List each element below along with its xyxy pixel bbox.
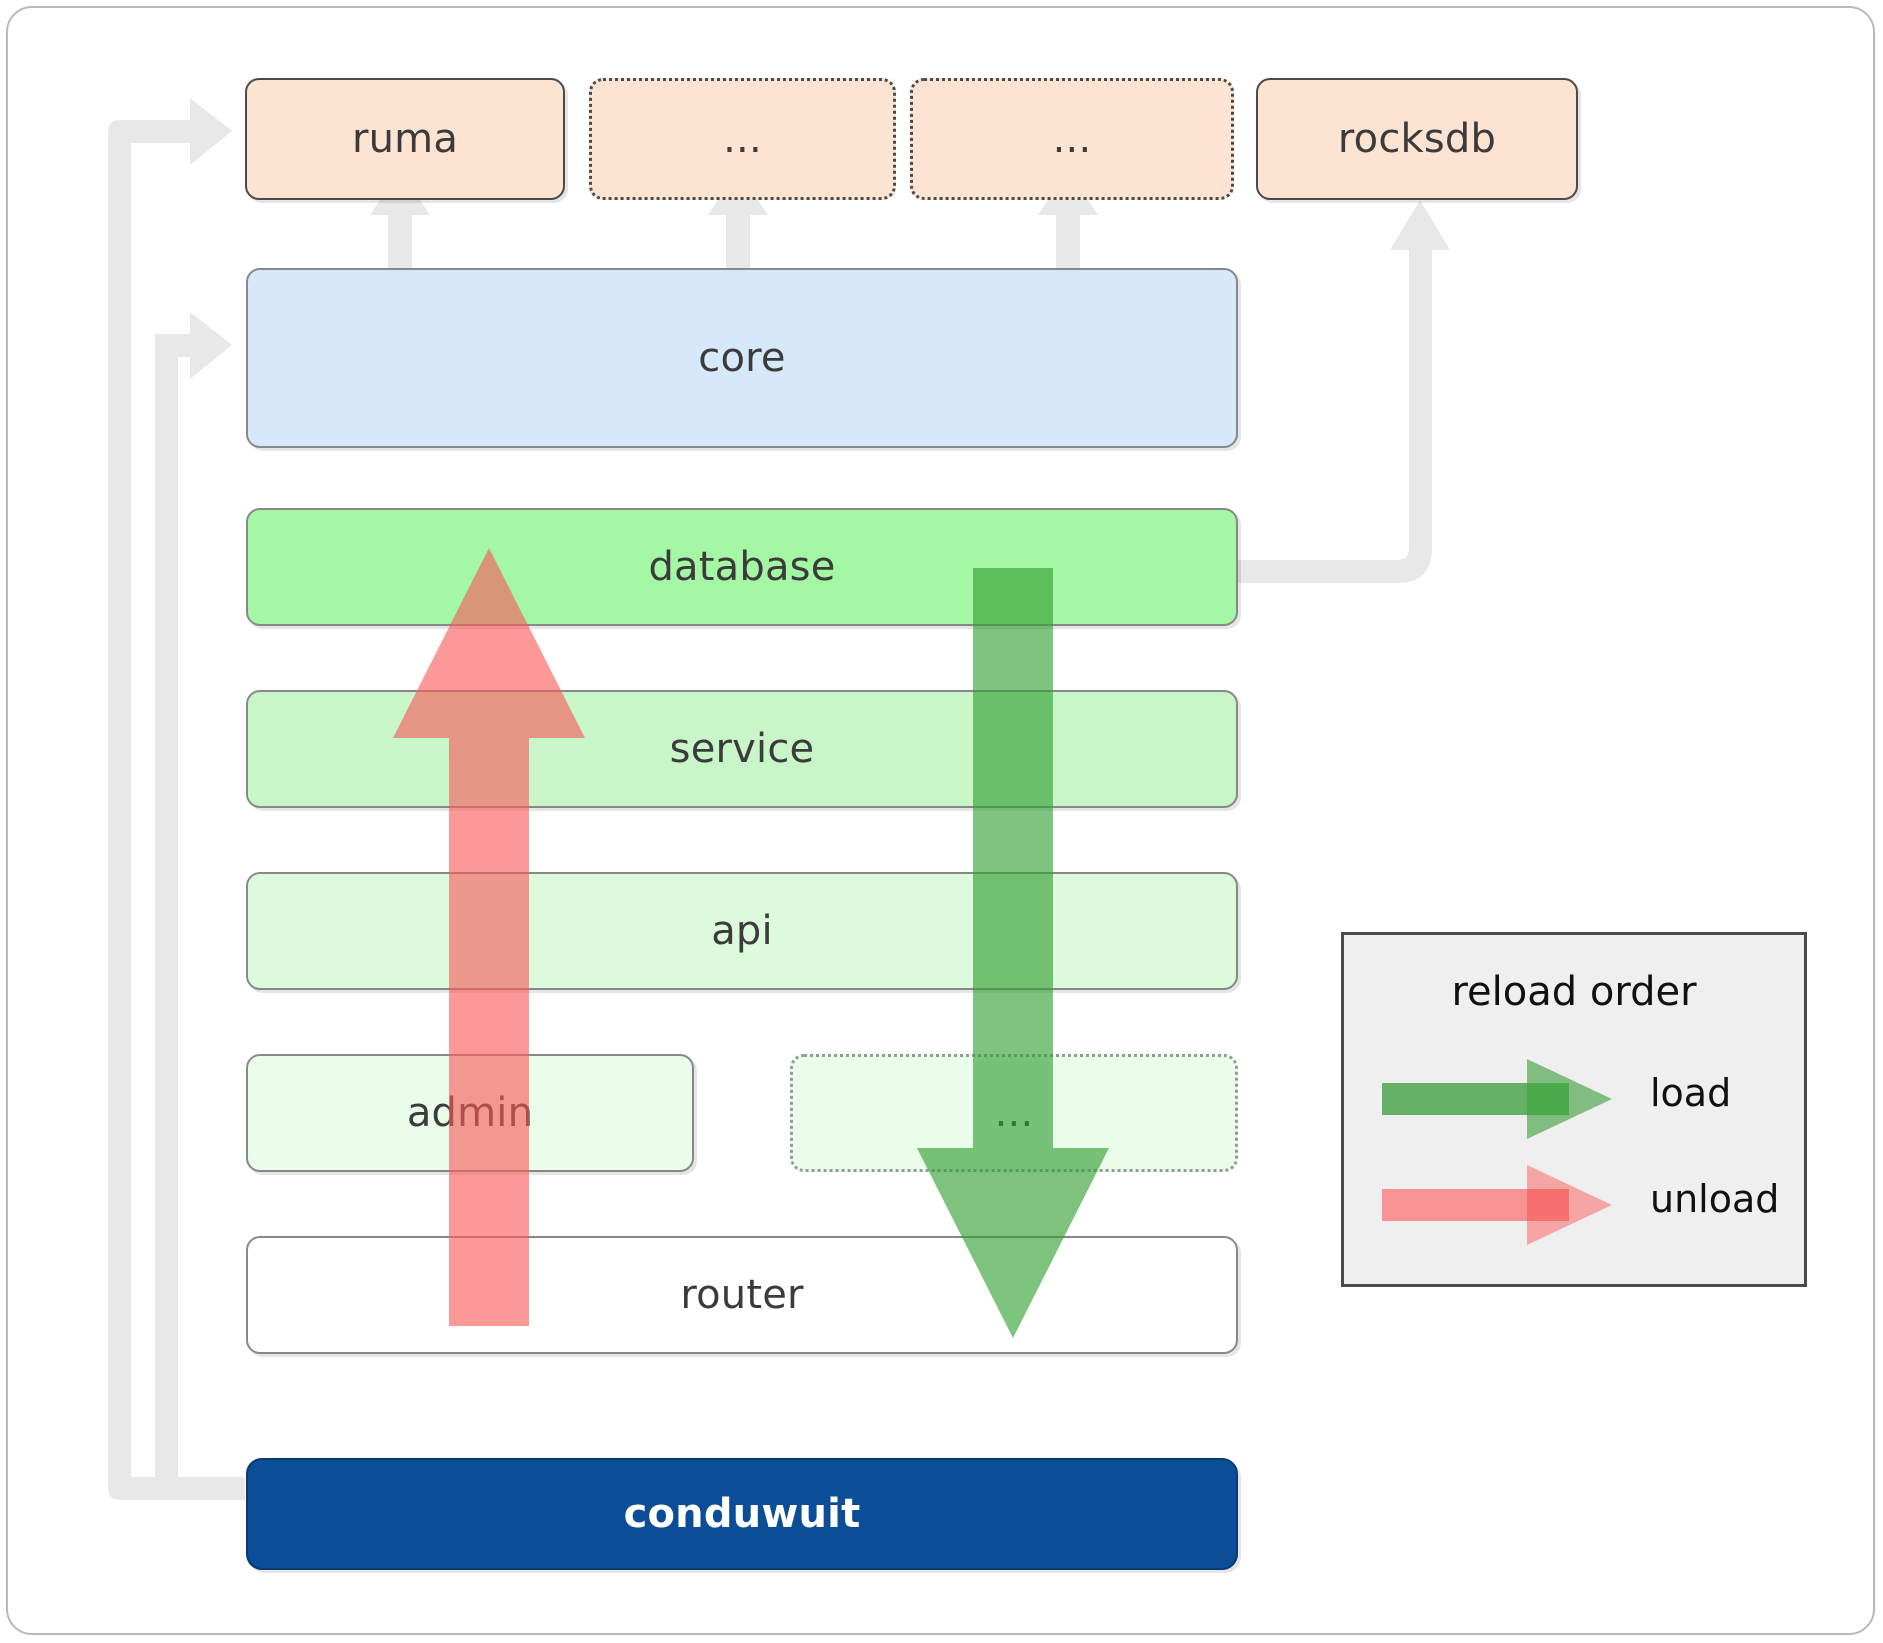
node-router-label: router	[680, 1272, 804, 1318]
node-rocksdb[interactable]: rocksdb	[1256, 78, 1578, 200]
legend-panel: reload order load unload	[1341, 932, 1807, 1287]
legend-title: reload order	[1451, 969, 1697, 1015]
node-service[interactable]: service	[246, 690, 1238, 808]
node-dots-2[interactable]: ...	[910, 78, 1234, 200]
node-rocksdb-label: rocksdb	[1337, 116, 1497, 162]
node-ruma-label: ruma	[351, 116, 459, 162]
node-api-label: api	[711, 908, 773, 954]
node-conduwuit-label: conduwuit	[623, 1491, 861, 1537]
node-dots-1-label: ...	[723, 116, 762, 162]
node-admin-label: admin	[406, 1090, 534, 1136]
node-service-label: service	[669, 726, 815, 772]
legend-load-label: load	[1650, 1071, 1732, 1115]
database-to-rocksdb-connector	[1222, 200, 1450, 583]
node-core[interactable]: core	[246, 268, 1238, 448]
node-admin[interactable]: admin	[246, 1054, 694, 1172]
node-core-label: core	[698, 335, 786, 381]
node-database[interactable]: database	[246, 508, 1238, 626]
node-ruma[interactable]: ruma	[245, 78, 565, 200]
node-dots-1[interactable]: ...	[589, 78, 896, 200]
node-dots-2-label: ...	[1052, 116, 1092, 162]
node-admin-dots[interactable]: ...	[790, 1054, 1238, 1172]
node-conduwuit[interactable]: conduwuit	[246, 1458, 1238, 1570]
node-admin-dots-label: ...	[994, 1090, 1034, 1136]
node-router[interactable]: router	[246, 1236, 1238, 1354]
node-database-label: database	[648, 544, 836, 590]
legend-unload-label: unload	[1650, 1177, 1780, 1221]
legend-unload-arrow-icon	[1382, 1165, 1612, 1245]
legend-load-arrow-icon	[1382, 1059, 1612, 1139]
node-api[interactable]: api	[246, 872, 1238, 990]
conduwuit-to-ruma-connector	[108, 98, 245, 1500]
conduwuit-to-core-connector	[155, 312, 232, 1480]
